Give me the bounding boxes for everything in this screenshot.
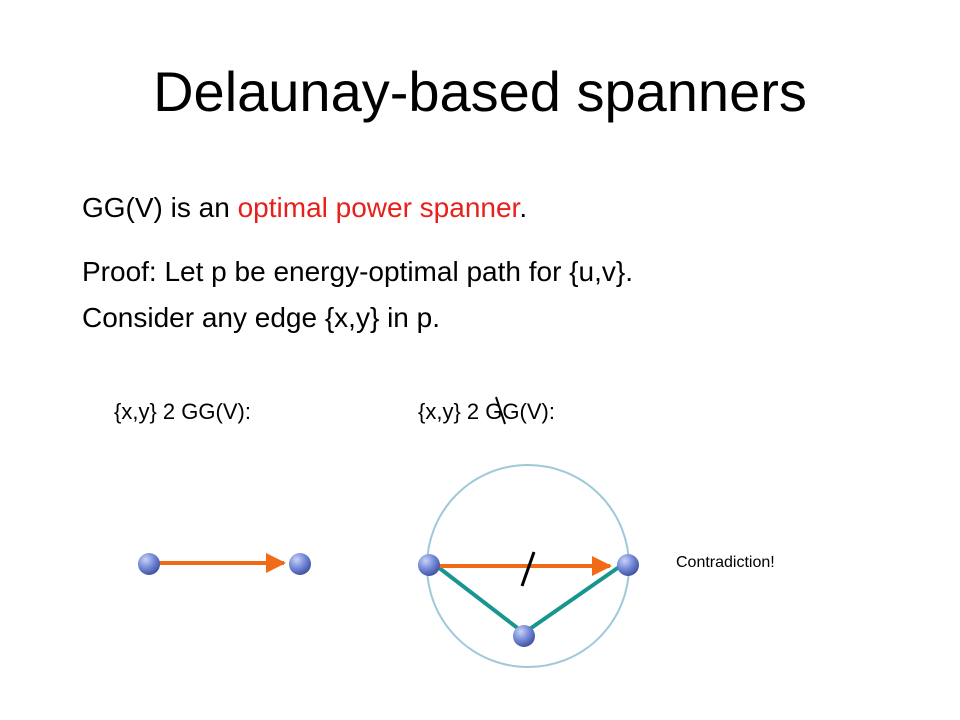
case-in-gg-caption: {x,y} 2 GG(V): (114, 399, 251, 424)
case-not-in-gg-caption: {x,y} 2 GG(V): (418, 399, 555, 424)
contradiction-label: Contradiction! (676, 554, 775, 571)
statement-suffix: . (519, 192, 528, 223)
proof-line-1: Proof: Let p be energy-optimal path for … (82, 256, 634, 287)
right-node-y (617, 554, 639, 576)
left-node-x (138, 553, 160, 575)
slide-title: Delaunay-based spanners (153, 60, 807, 123)
teal-edge-right (522, 565, 621, 635)
right-node-w (513, 625, 535, 647)
edge-strike-mark (520, 551, 536, 587)
statement-prefix: GG(V) is an (82, 192, 238, 223)
gabriel-disk (426, 464, 630, 668)
statement-line: GG(V) is an optimal power spanner. (82, 190, 527, 226)
left-node-y (289, 553, 311, 575)
teal-edge-left (436, 565, 526, 635)
right-node-x (418, 554, 440, 576)
proof-line-2: Consider any edge {x,y} in p. (82, 302, 441, 333)
statement-highlight: optimal power spanner (237, 192, 520, 223)
